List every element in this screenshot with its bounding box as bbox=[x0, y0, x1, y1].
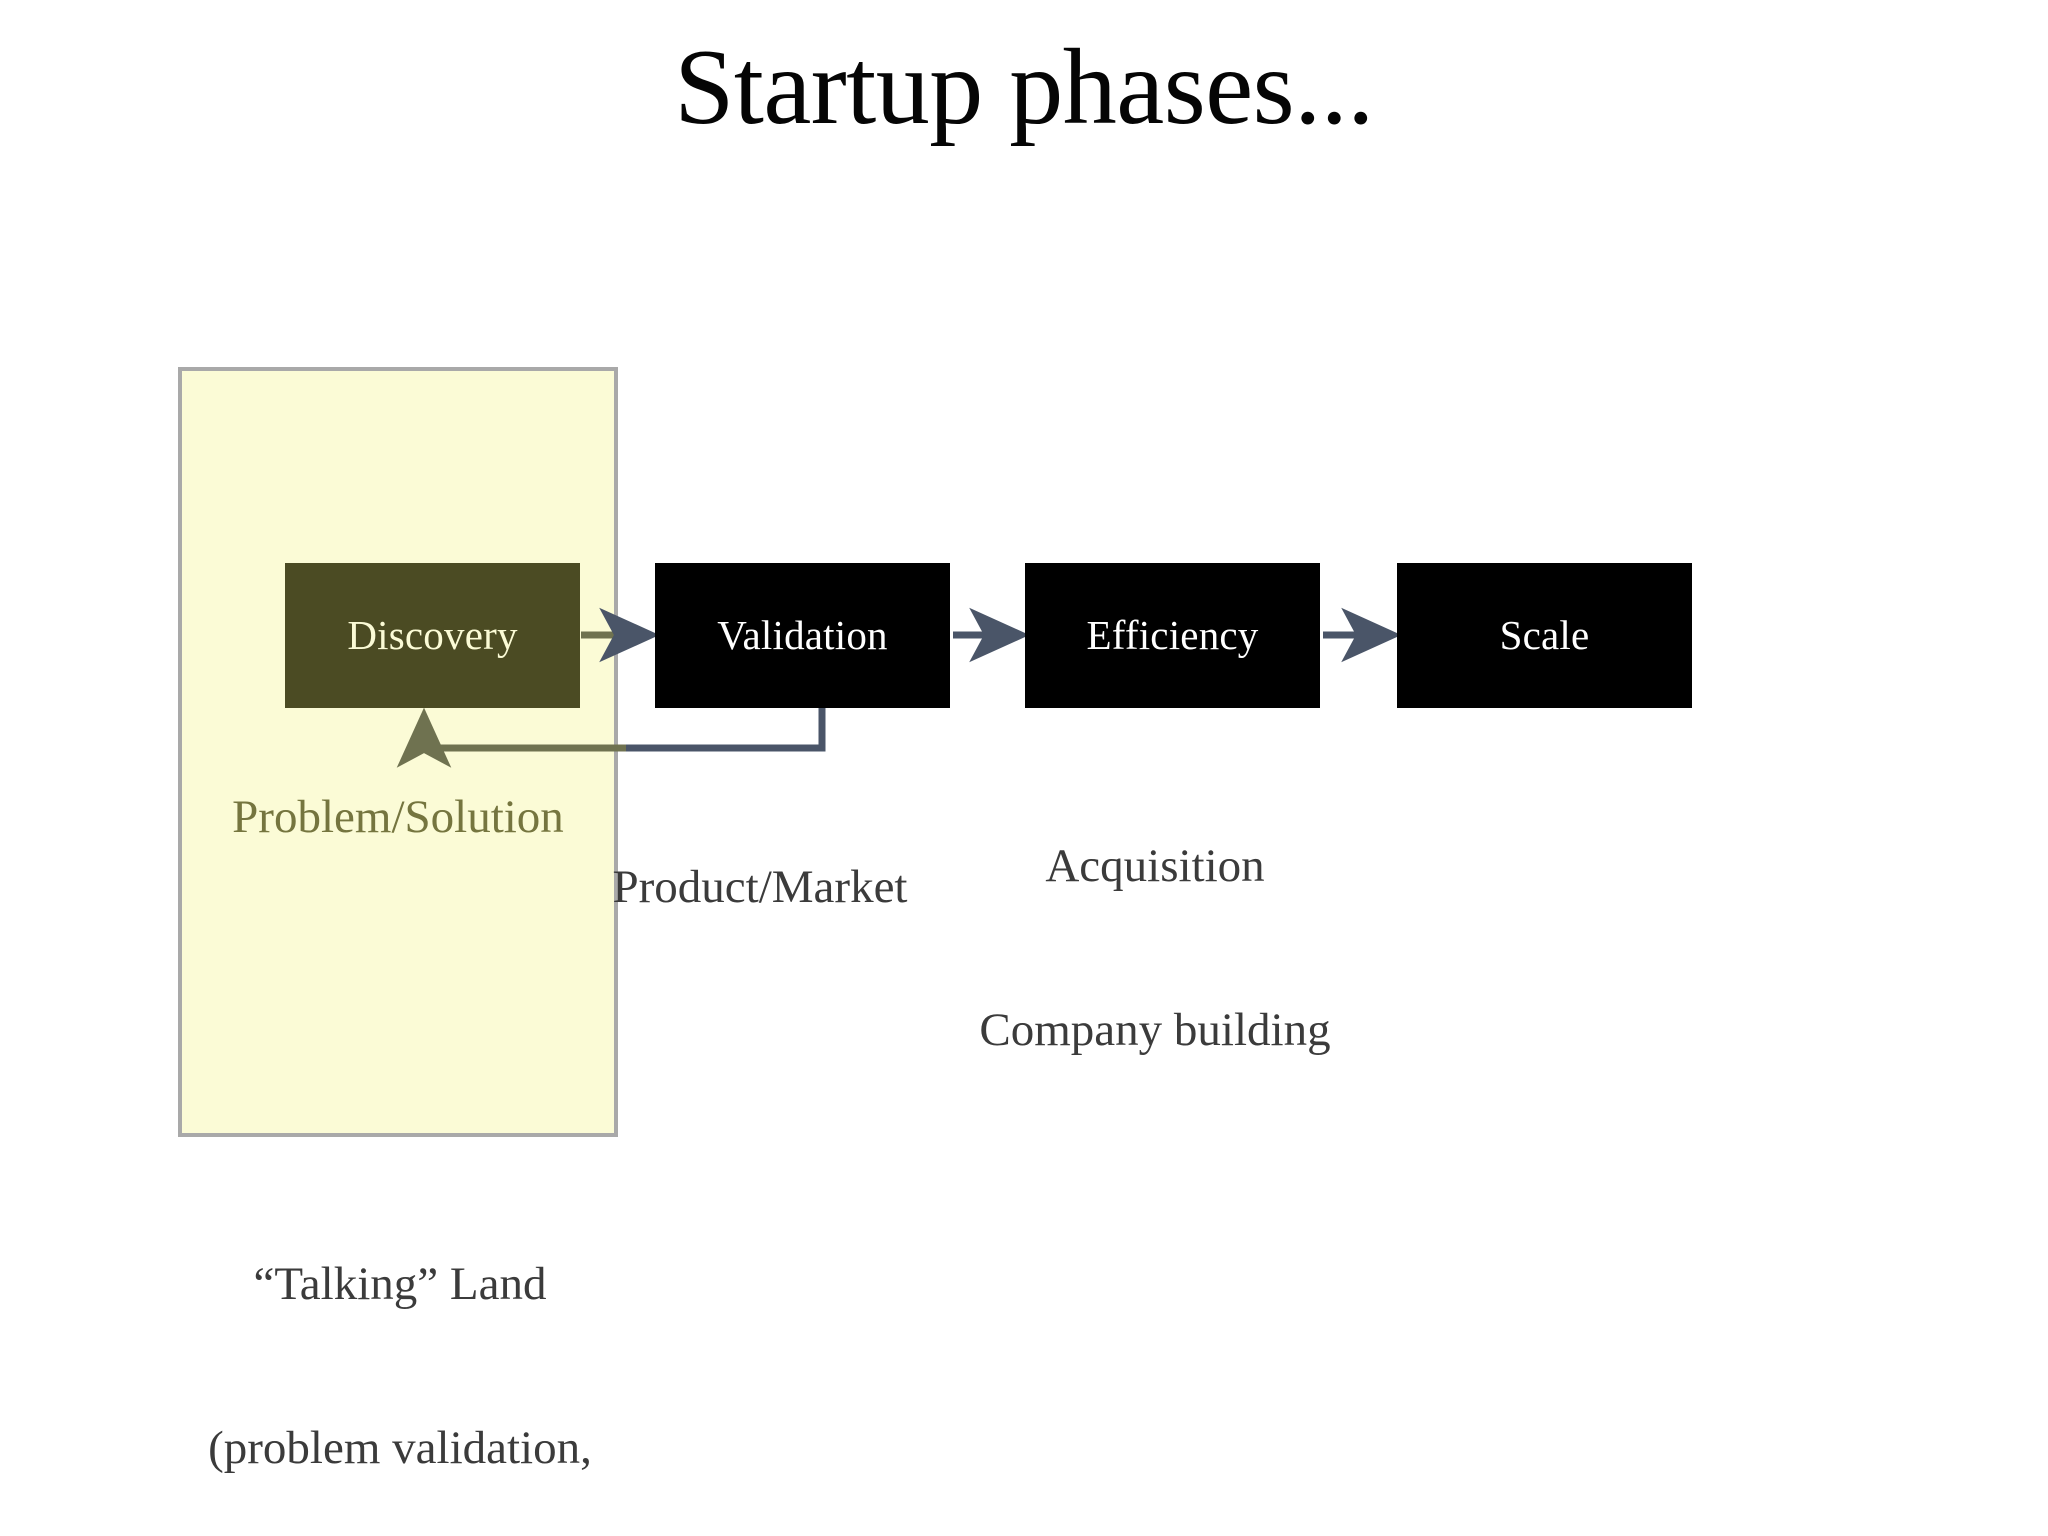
phase-box-discovery[interactable]: Discovery bbox=[285, 563, 580, 708]
phase-box-validation[interactable]: Validation bbox=[655, 563, 950, 708]
caption-talking-land-line-2: (problem validation, bbox=[208, 1421, 592, 1474]
phase-label-validation: Validation bbox=[717, 612, 888, 658]
page-title: Startup phases... bbox=[674, 28, 1374, 147]
phase-box-efficiency[interactable]: Efficiency bbox=[1025, 563, 1320, 708]
annotation-acquisition-company-building: Acquisition Company building bbox=[920, 730, 1390, 1166]
caption-talking-land: “Talking” Land (problem validation, firs… bbox=[150, 1148, 650, 1536]
phase-label-efficiency: Efficiency bbox=[1086, 612, 1259, 658]
annotation-product-market: Product/Market bbox=[612, 861, 908, 913]
caption-talking-land-line-1: “Talking” Land bbox=[253, 1258, 547, 1311]
annotation-acquisition-line-1: Acquisition bbox=[1045, 840, 1265, 893]
phase-label-discovery: Discovery bbox=[347, 612, 518, 658]
annotation-problem-solution: Problem/Solution bbox=[232, 791, 564, 843]
phase-box-scale[interactable]: Scale bbox=[1397, 563, 1692, 708]
annotation-acquisition-line-2: Company building bbox=[979, 1003, 1331, 1056]
phase-label-scale: Scale bbox=[1499, 612, 1590, 658]
talking-land-highlight-region bbox=[178, 367, 618, 1137]
